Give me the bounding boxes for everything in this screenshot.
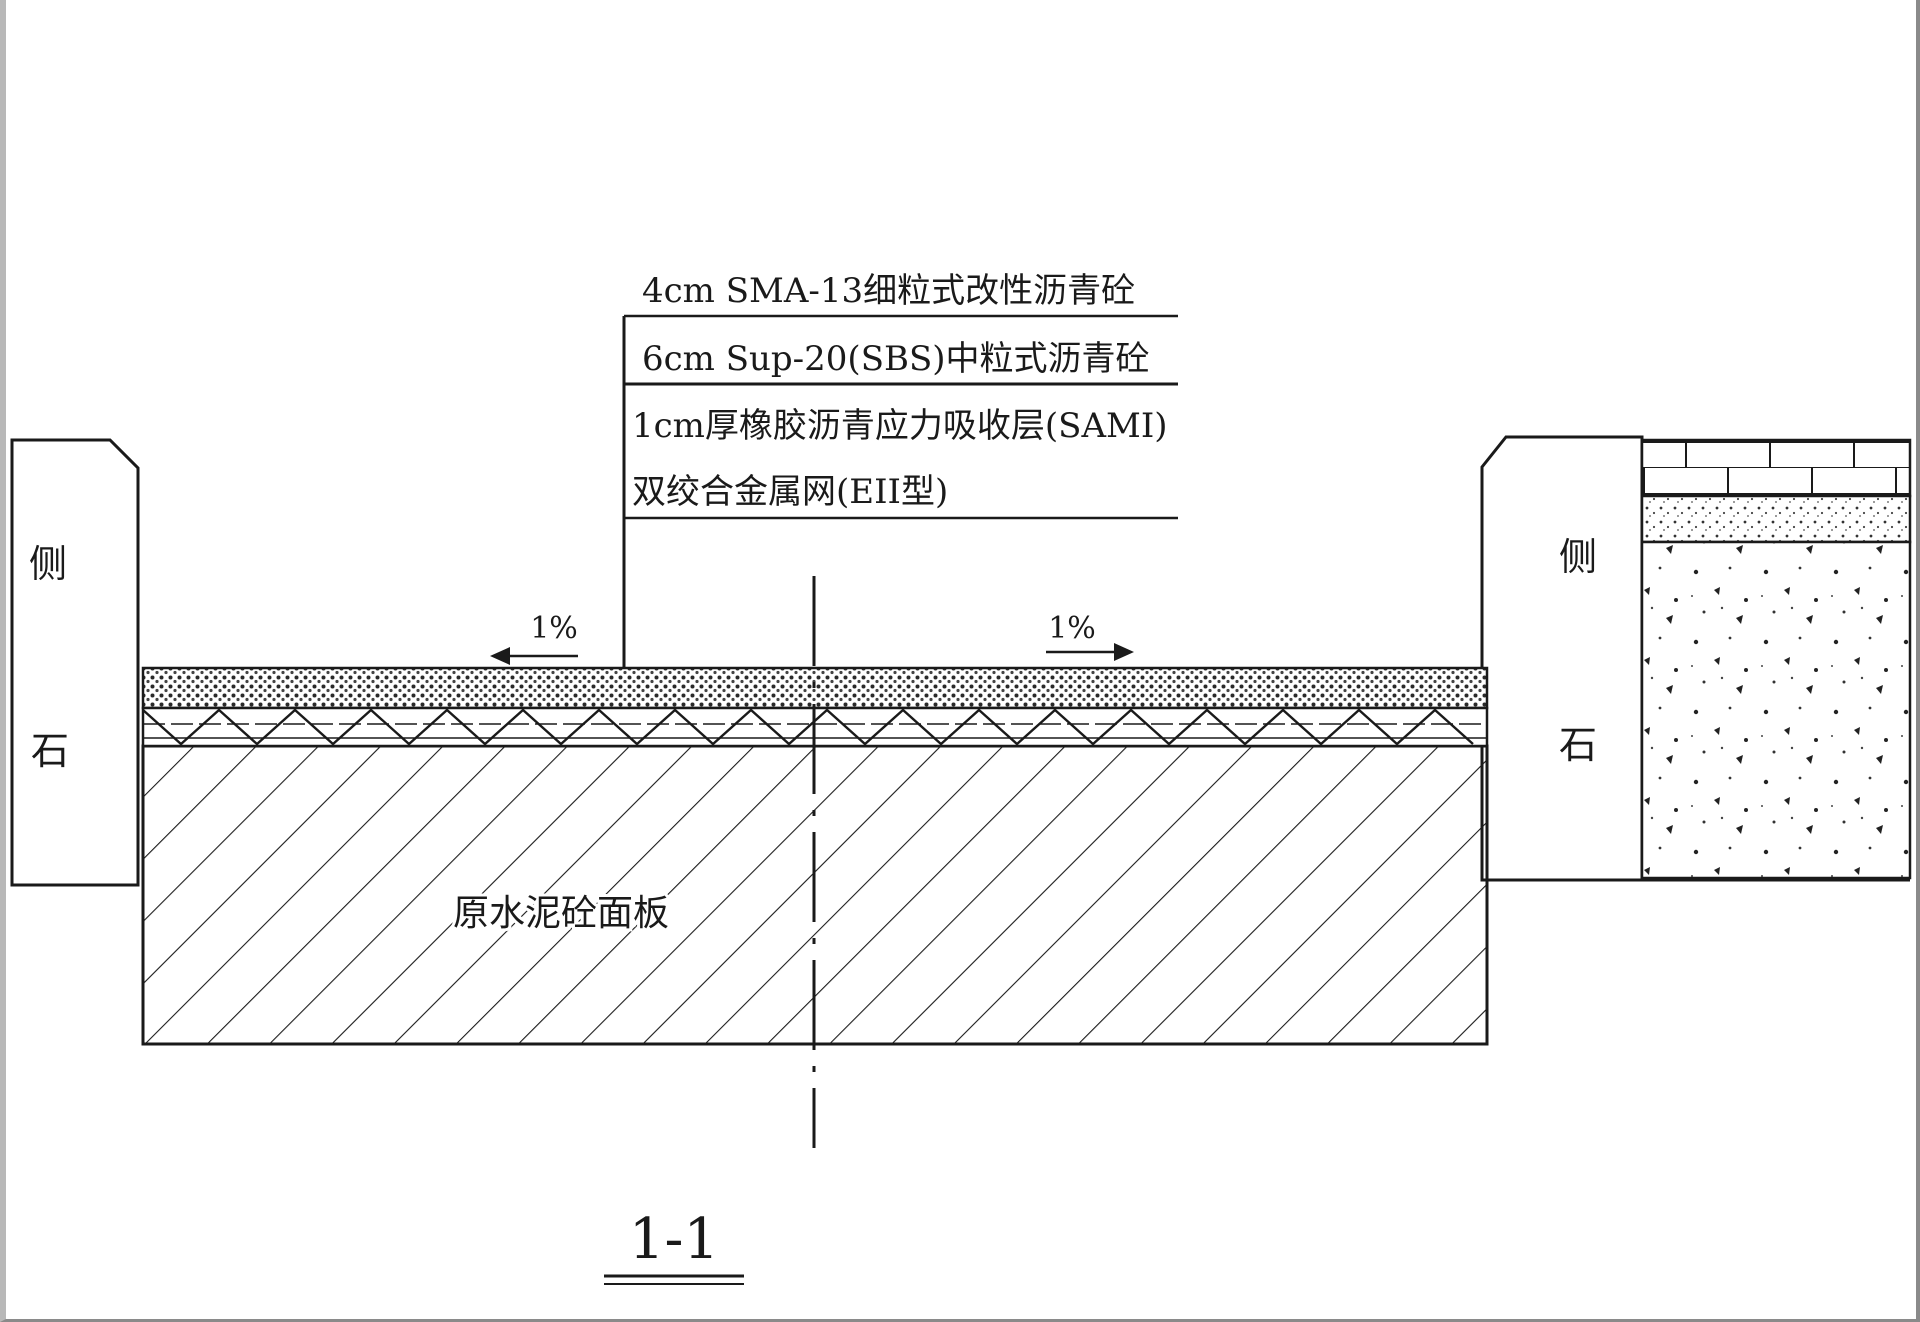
slope-left-arrowhead — [490, 647, 510, 665]
curb-left-char-1: 侧 — [29, 542, 67, 586]
sidewalk-concrete-layer — [1640, 540, 1912, 880]
sidewalk-sand-layer — [1640, 494, 1912, 544]
callout-layer-4: 双绞合金属网(EII型) — [632, 472, 948, 512]
slope-right-arrowhead — [1114, 643, 1134, 661]
curb-right — [1480, 435, 1644, 882]
curb-right-char-1: 侧 — [1559, 535, 1597, 579]
curb-right-char-2: 石 — [1559, 723, 1597, 767]
callout-layer-3: 1cm厚橡胶沥青应力吸收层(SAMI) — [632, 406, 1168, 446]
base-label: 原水泥砼面板 — [453, 893, 669, 934]
curb-left — [10, 438, 140, 887]
callout-layer-2: 6cm Sup-20(SBS)中粒式沥青砼 — [642, 339, 1150, 379]
slope-right-label: 1% — [1048, 611, 1096, 646]
mesh-zigzag — [142, 708, 1474, 746]
curb-left-char-2: 石 — [31, 729, 69, 773]
section-label: 1-1 — [629, 1207, 719, 1272]
sidewalk-brick-layer — [1640, 438, 1912, 498]
callout-layer-1: 4cm SMA-13细粒式改性沥青砼 — [642, 271, 1135, 311]
slope-left-label: 1% — [530, 611, 578, 646]
pavement-cross-section: 侧 石 侧 石 原水泥砼面板 4cm SMA-13细粒式改性沥青砼 6cm Su… — [10, 271, 1912, 1285]
